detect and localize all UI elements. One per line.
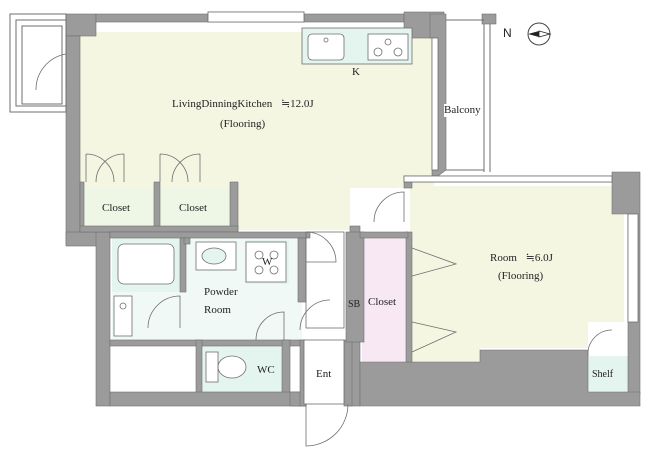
closet-right-label: Closet: [179, 202, 208, 214]
room-name: Room: [490, 252, 517, 264]
compass-rose-icon: [527, 22, 552, 46]
room-floor: [410, 186, 624, 364]
wc-label: WC: [257, 364, 275, 376]
north-label: N: [503, 26, 512, 40]
shelf-label: Shelf: [592, 369, 614, 380]
ldk-floor-lower: [232, 180, 350, 230]
balcony-label: Balcony: [444, 104, 481, 117]
north-compass: N: [503, 21, 553, 47]
ldk-label: LivingDinningKitchen ≒12.0J: [172, 98, 314, 111]
ldk-floor-label: (Flooring): [220, 118, 266, 130]
closet-left-floor: [82, 188, 156, 228]
shelf-floor: [586, 356, 628, 392]
ldk-size: ≒12.0J: [280, 98, 314, 110]
powder-label-line2: Room: [204, 304, 231, 316]
room-closet-label: Closet: [368, 296, 397, 308]
powder-label-line1: Powder: [204, 286, 238, 298]
entrance-label: Ent: [316, 368, 332, 380]
closet-left-label: Closet: [102, 202, 131, 214]
washer-label: W: [262, 256, 273, 268]
room-closet-floor: [362, 238, 408, 362]
shoebox-label: SB: [348, 299, 361, 310]
room-floor-label: (Flooring): [498, 270, 544, 282]
room-size: ≒6.0J: [525, 252, 553, 264]
kitchen-label: K: [352, 66, 360, 78]
closet-right-floor: [159, 188, 233, 228]
ldk-name: LivingDinningKitchen: [172, 98, 273, 110]
room-label: Room ≒6.0J: [490, 252, 553, 265]
